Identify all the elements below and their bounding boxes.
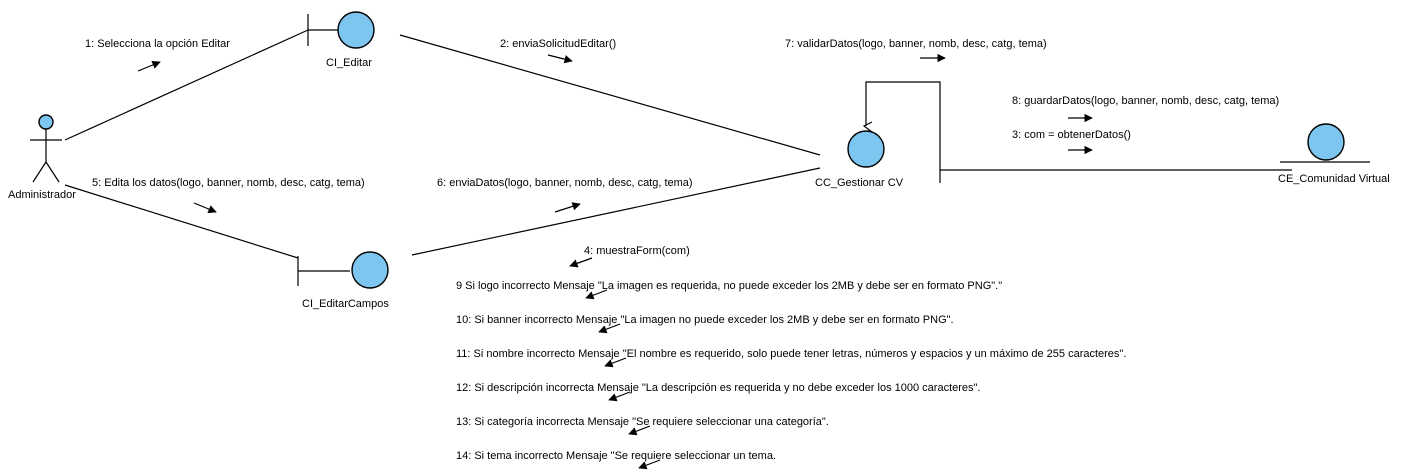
link-ci-editar-campos-cc-gestionar — [411, 167, 821, 256]
boundary-object-icon — [307, 11, 375, 49]
message-4: 4: muestraForm(com) — [584, 245, 690, 257]
self-link-cc-gestionar — [865, 81, 941, 183]
message-10-arrow — [598, 323, 621, 334]
message-11-arrow — [604, 357, 627, 368]
message-2-arrow — [547, 54, 573, 64]
message-5-arrow — [193, 202, 217, 214]
message-12: 12: Si descripción incorrecta Mensaje "L… — [456, 382, 981, 394]
message-5: 5: Edita los datos(logo, banner, nomb, d… — [92, 177, 365, 189]
boundary-object-icon — [297, 251, 389, 289]
message-8: 8: guardarDatos(logo, banner, nomb, desc… — [1012, 95, 1279, 107]
link-actor-ci-editar — [64, 29, 309, 141]
message-9-arrow — [585, 289, 608, 300]
message-2: 2: enviaSolicitudEditar() — [500, 38, 616, 50]
ci-editar-campos-label: CI_EditarCampos — [302, 298, 389, 310]
link-ci-editar-cc-gestionar — [399, 34, 821, 156]
cc-gestionar-label: CC_Gestionar CV — [815, 177, 904, 189]
control-object-icon — [847, 121, 885, 168]
message-4-arrow — [569, 257, 593, 268]
message-13: 13: Si categoría incorrecta Mensaje "Se … — [456, 416, 829, 428]
message-13-arrow — [628, 425, 651, 436]
message-12-arrow — [608, 391, 631, 402]
message-14-arrow — [638, 459, 661, 470]
ce-comunidad-label: CE_Comunidad Virtual — [1278, 173, 1390, 185]
message-6-arrow — [554, 202, 581, 213]
message-10: 10: Si banner incorrecto Mensaje "La ima… — [456, 314, 954, 326]
actor-name: Administrador — [8, 189, 76, 201]
message-6: 6: enviaDatos(logo, banner, nomb, desc, … — [437, 177, 693, 189]
stick-figure-actor-icon — [30, 114, 62, 183]
message-1-arrow — [137, 60, 161, 72]
message-7: 7: validarDatos(logo, banner, nomb, desc… — [785, 38, 1047, 50]
message-14: 14: Si tema incorrecto Mensaje "Se requi… — [456, 450, 776, 462]
message-1: 1: Selecciona la opción Editar — [85, 38, 230, 50]
message-3: 3: com = obtenerDatos() — [1012, 129, 1131, 141]
message-11: 11: Si nombre incorrecto Mensaje "El nom… — [456, 348, 1126, 360]
link-actor-ci-editar-campos — [64, 184, 299, 259]
message-9: 9 Si logo incorrecto Mensaje "La imagen … — [456, 280, 1002, 292]
entity-object-icon — [1280, 123, 1370, 163]
ci-editar-label: CI_Editar — [326, 57, 372, 69]
